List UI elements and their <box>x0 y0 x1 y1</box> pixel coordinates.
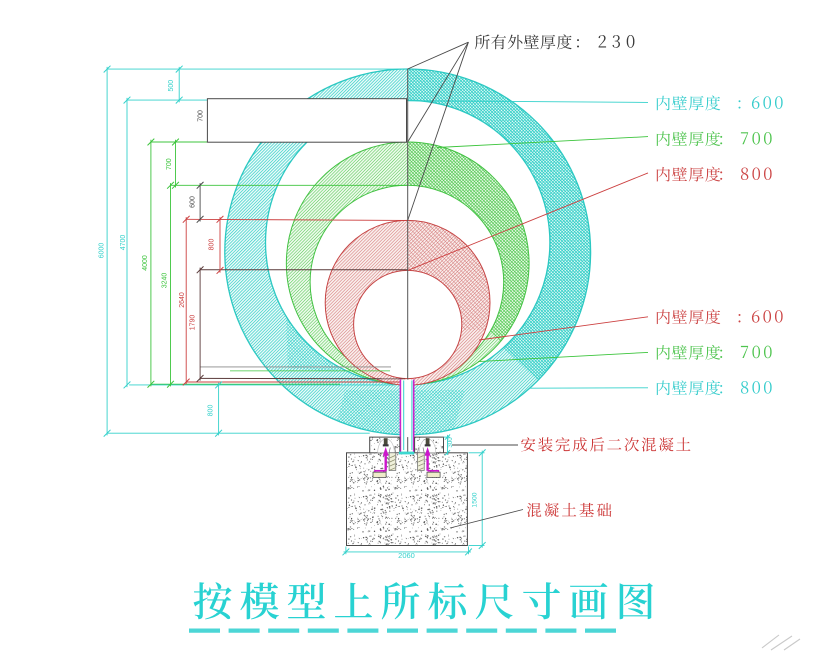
svg-text:300: 300 <box>447 437 454 448</box>
svg-text:700: 700 <box>197 110 204 122</box>
svg-text:800: 800 <box>207 405 214 417</box>
svg-text:2640: 2640 <box>179 292 186 308</box>
svg-text:700: 700 <box>166 158 173 170</box>
svg-text:6000: 6000 <box>99 243 106 259</box>
svg-text:1500: 1500 <box>472 492 479 507</box>
svg-text:4000: 4000 <box>142 255 149 271</box>
svg-text:600: 600 <box>190 196 197 208</box>
svg-text:2060: 2060 <box>398 551 415 560</box>
svg-text:1790: 1790 <box>190 315 197 331</box>
svg-text:4700: 4700 <box>120 235 127 251</box>
svg-text:800: 800 <box>209 239 216 251</box>
svg-text:3240: 3240 <box>161 273 168 289</box>
svg-text:500: 500 <box>168 80 175 92</box>
